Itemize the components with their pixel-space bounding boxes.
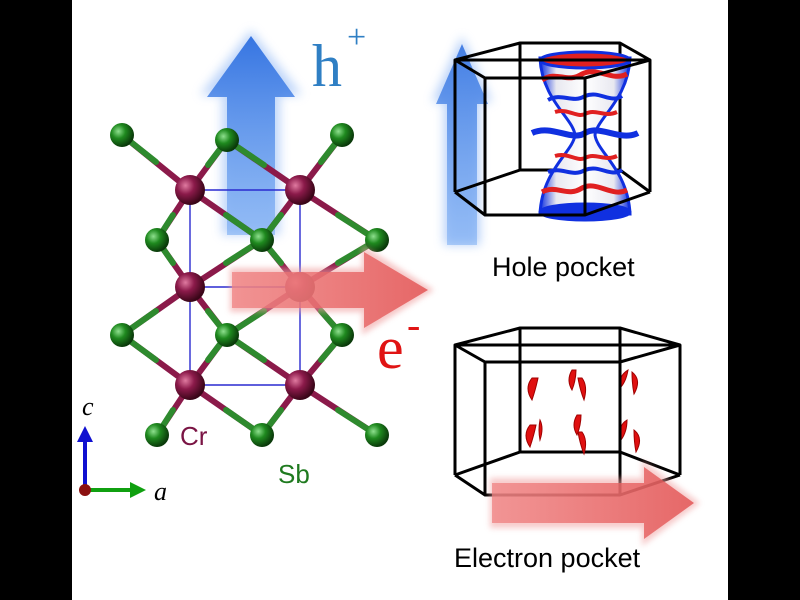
electron-symbol: e bbox=[377, 315, 404, 381]
sb-atom bbox=[330, 323, 354, 347]
electron-charge: - bbox=[407, 302, 420, 347]
sb-atom bbox=[330, 123, 354, 147]
hole-charge: + bbox=[347, 19, 366, 56]
sb-atom bbox=[250, 228, 274, 252]
axis-a-label: a bbox=[154, 477, 167, 506]
electron-right-arrow bbox=[230, 245, 434, 335]
electron-pocket-label: Electron pocket bbox=[454, 543, 641, 573]
cr-atom bbox=[175, 175, 205, 205]
sb-atom bbox=[110, 123, 134, 147]
sb-atom bbox=[215, 128, 239, 152]
crystal-structure bbox=[110, 123, 389, 447]
cr-atom bbox=[175, 370, 205, 400]
sb-label: Sb bbox=[278, 459, 310, 489]
cr-atom bbox=[285, 175, 315, 205]
sb-atom bbox=[145, 228, 169, 252]
cr-atom bbox=[175, 272, 205, 302]
hole-pocket-panel: Hole pocket bbox=[432, 36, 652, 282]
diagram-panel: h + e - Cr Sb c a bbox=[72, 0, 728, 600]
hole-up-arrow bbox=[200, 30, 302, 235]
sb-atom bbox=[110, 323, 134, 347]
axis-c-label: c bbox=[82, 392, 94, 421]
cr-atom bbox=[285, 370, 315, 400]
electron-bz-prism bbox=[454, 326, 681, 477]
hole-symbol: h bbox=[312, 33, 342, 99]
sb-atom bbox=[365, 228, 389, 252]
sb-atoms bbox=[110, 123, 389, 447]
electron-pocket-panel: Electron pocket bbox=[453, 326, 700, 573]
hole-pocket-label: Hole pocket bbox=[492, 252, 635, 282]
sb-atom bbox=[215, 323, 239, 347]
electron-fermi-surface bbox=[525, 369, 640, 456]
cr-label: Cr bbox=[180, 421, 208, 451]
sb-atom bbox=[365, 423, 389, 447]
sb-atom bbox=[250, 423, 274, 447]
sb-atom bbox=[145, 423, 169, 447]
axes-indicator: c a bbox=[77, 392, 167, 506]
